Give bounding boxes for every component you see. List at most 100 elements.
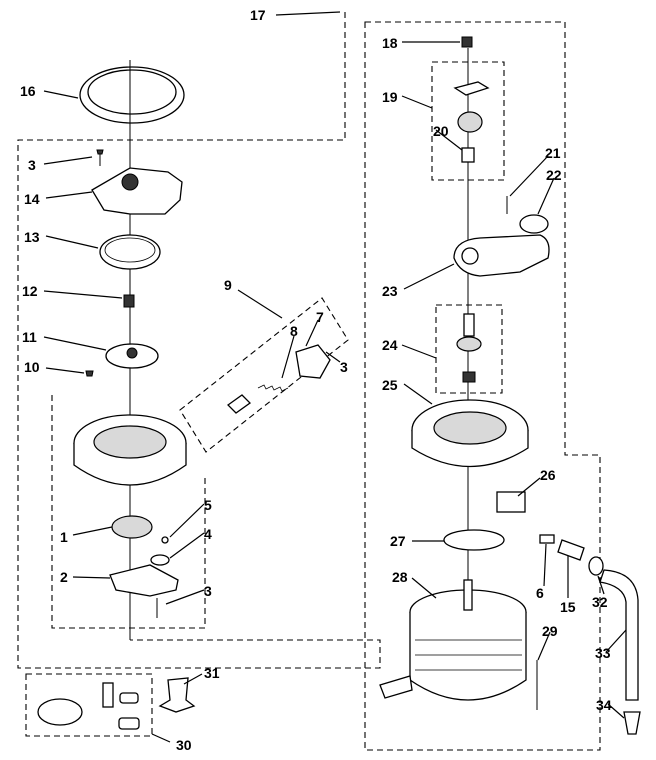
callout-11: 11 <box>22 329 37 345</box>
screw-10 <box>85 370 94 377</box>
kit-30-seal-b <box>118 717 140 730</box>
lead-11 <box>43 336 107 351</box>
bracket-2 <box>109 564 179 597</box>
callout-6: 6 <box>536 585 544 601</box>
lead-12 <box>43 290 123 299</box>
lead-7 <box>305 319 319 347</box>
parts <box>37 36 641 735</box>
callout-28: 28 <box>392 569 408 585</box>
lead-16 <box>43 90 79 99</box>
callout-22: 22 <box>546 167 562 183</box>
callout-25: 25 <box>382 377 398 393</box>
nozzle-34 <box>623 711 641 735</box>
pump-housing-25-inner <box>433 411 507 445</box>
motor-28-fins <box>415 639 522 671</box>
hub-11-center <box>126 347 138 359</box>
lead-24 <box>401 344 437 359</box>
lead-31 <box>183 673 203 685</box>
part-9-spring <box>257 384 289 392</box>
callout-23: 23 <box>382 283 398 299</box>
group-24-box <box>435 304 503 394</box>
lead-3-lower <box>165 589 205 605</box>
callout-2: 2 <box>60 569 68 585</box>
kit-30-seal-a <box>119 692 139 704</box>
part-9-valve <box>226 394 252 414</box>
assembly-17-outline <box>17 12 381 669</box>
group-30-box <box>25 673 153 737</box>
motor-28-shaft <box>463 579 473 611</box>
seal-22 <box>519 214 549 234</box>
callout-3-top: 3 <box>28 157 36 173</box>
lead-25 <box>403 383 433 405</box>
callout-labels: 16 3 14 13 12 11 10 9 8 7 3 1 2 5 4 3 17… <box>20 7 612 753</box>
motor-28-wires <box>379 675 413 699</box>
group-9-box <box>179 297 349 453</box>
part-24-shaft <box>463 313 475 337</box>
lead-28 <box>411 577 437 599</box>
lead-33 <box>605 629 627 653</box>
lead-19 <box>401 95 433 109</box>
grommet-31 <box>158 677 196 713</box>
ring-13 <box>99 234 161 270</box>
lead-6 <box>543 543 547 587</box>
ball-5 <box>161 536 169 544</box>
screw-3-top <box>96 149 104 155</box>
callout-33: 33 <box>595 645 611 661</box>
callout-18: 18 <box>382 35 398 51</box>
lead-21 <box>509 155 549 197</box>
right-column-outline <box>364 21 601 751</box>
lead-32 <box>597 575 605 595</box>
callout-15: 15 <box>560 599 576 615</box>
lead-13 <box>45 235 99 249</box>
part-24-gear <box>456 336 482 352</box>
part-24-nut <box>462 371 476 383</box>
callout-3-lower: 3 <box>204 583 212 599</box>
lead-34 <box>607 703 625 719</box>
callout-19: 19 <box>382 89 398 105</box>
kit-30-ring <box>37 698 83 726</box>
leader-lines <box>43 11 627 743</box>
hose-33 <box>599 569 639 701</box>
fitting-15 <box>557 539 585 561</box>
callout-17: 17 <box>250 7 266 23</box>
callout-21: 21 <box>545 145 561 161</box>
gearcase-housing-body <box>73 443 187 486</box>
lead-1 <box>72 526 113 536</box>
callout-5: 5 <box>204 497 212 513</box>
filter-1 <box>111 515 153 539</box>
nut-12 <box>123 294 135 308</box>
callout-34: 34 <box>596 697 612 713</box>
lead-2 <box>72 576 111 579</box>
motor-28-body <box>409 612 527 701</box>
callout-1: 1 <box>60 529 68 545</box>
lead-3-top <box>43 156 93 165</box>
lead-23 <box>403 263 455 290</box>
disc-27 <box>443 529 505 551</box>
callout-16: 16 <box>20 83 36 99</box>
part-19-gear <box>457 111 483 133</box>
pump-housing-25-body <box>411 430 529 468</box>
lead-9 <box>237 289 283 319</box>
oring-4 <box>150 554 170 566</box>
plate-14 <box>91 167 183 215</box>
callout-24: 24 <box>382 337 398 353</box>
callout-13: 13 <box>24 229 40 245</box>
callout-12: 12 <box>22 283 38 299</box>
lead-8 <box>281 335 295 379</box>
lead-14 <box>45 191 93 199</box>
lead-29 <box>537 631 551 661</box>
lead-10 <box>45 367 85 374</box>
callout-3-right: 3 <box>340 359 348 375</box>
callout-27: 27 <box>390 533 406 549</box>
lead-30 <box>151 733 171 743</box>
ring-13-inner <box>104 237 156 263</box>
clamp-32 <box>588 556 604 576</box>
part-19-clip <box>453 81 490 96</box>
part-7-cap <box>295 344 331 379</box>
lead-26 <box>517 477 541 497</box>
callout-31: 31 <box>204 665 220 681</box>
lead-17 <box>275 11 341 16</box>
callout-26: 26 <box>540 467 556 483</box>
ring-16-inner <box>87 69 177 115</box>
callout-9: 9 <box>224 277 232 293</box>
